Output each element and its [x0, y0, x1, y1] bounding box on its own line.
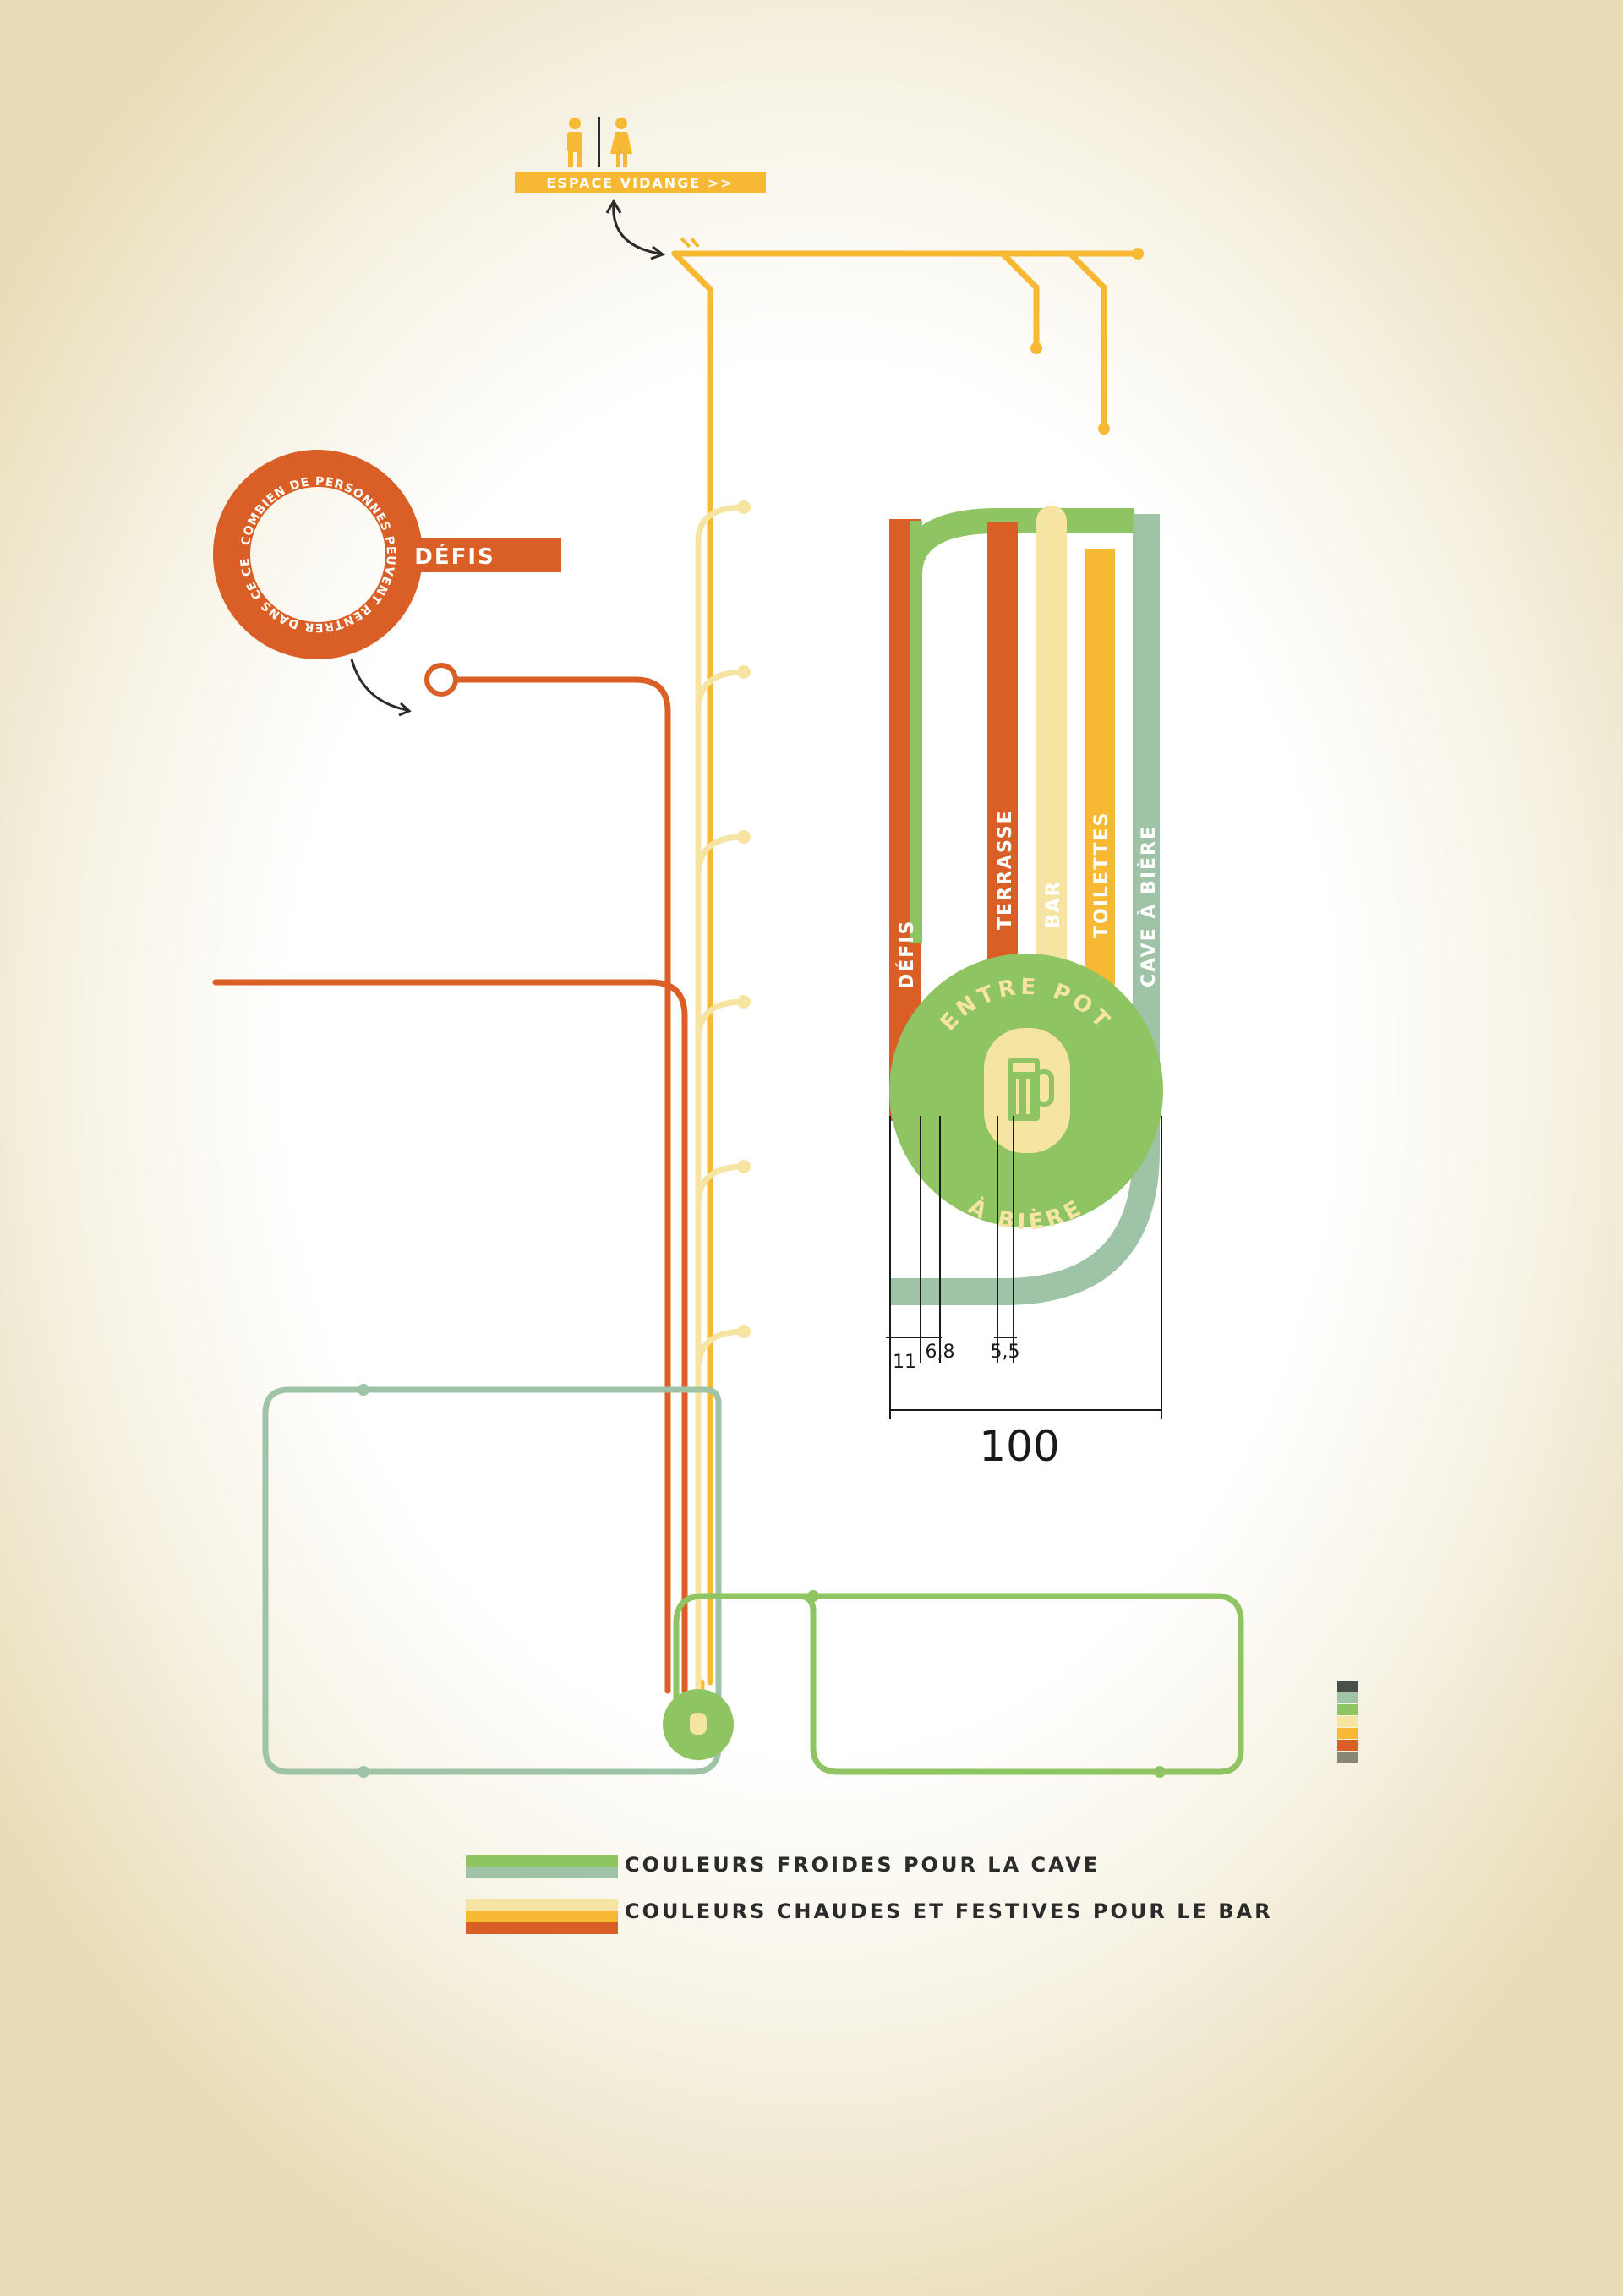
legend-warm-text: COULEURS CHAUDES ET FESTIVES POUR LE BAR [625, 1900, 1273, 1923]
station-icon [1154, 1766, 1166, 1778]
beer-mug-icon [1008, 1058, 1054, 1121]
color-swatches [1337, 1681, 1358, 1763]
station-icon [737, 500, 751, 1338]
defis-sign: DÉFIS COMBIEN DE PERSONNES PEUVENT RENTR… [0, 0, 561, 717]
line-cave-a-biere-loop [262, 1386, 722, 1775]
station-icon [807, 1590, 819, 1602]
line-defis [212, 676, 688, 1694]
men-icon [567, 118, 582, 167]
bar-defis-top [889, 519, 910, 1121]
bar-cave-a-biere [1133, 514, 1160, 987]
sign-divider [598, 117, 600, 167]
espace-vidange-banner [515, 172, 766, 193]
arrow-head-icon [650, 245, 666, 260]
line-cave-a-spiritueux-loop [673, 1593, 1244, 1775]
dim-11: 11 [893, 1352, 916, 1373]
defis-start-station [424, 663, 458, 697]
espace-vidange-label: ESPACE VIDANGE >> [546, 175, 733, 191]
dim-5-5: 5,5 [991, 1342, 1020, 1363]
legend-cold: COULEURS FROIDES POUR LA CAVE [466, 1853, 1243, 1905]
label-toilettes: TOILETTES [1091, 812, 1112, 938]
arrow-icon [350, 659, 408, 712]
label-bar: BAR [1043, 880, 1064, 928]
women-icon [610, 118, 632, 167]
hub: ENTRE POT À BIÈRE [889, 954, 1163, 1235]
arrow-head-icon [398, 702, 412, 717]
defis-ring-text: COMBIEN DE PERSONNES PEUVENT RENTRER DAN… [0, 0, 397, 634]
legend-warm-swatch [466, 1899, 618, 1934]
label-cave-a-spiritueux: CAVE À SPIRITUEUX [948, 710, 970, 945]
beer-mug-icon [690, 1713, 707, 1735]
dimension-lines [886, 1116, 1162, 1419]
label-terrasse: TERRASSE [995, 809, 1016, 930]
legend-bars [889, 506, 1160, 1305]
line-bar [695, 504, 747, 1694]
station-icon [358, 1766, 369, 1778]
dim-6-8: 6,8 [926, 1342, 955, 1363]
legend-cold-text: COULEURS FROIDES POUR LA CAVE [625, 1853, 1101, 1877]
arrow-head-icon [605, 198, 622, 214]
dim-100: 100 [979, 1422, 1059, 1471]
line-toilettes [671, 250, 1141, 1718]
legend-warm: COULEURS CHAUDES ET FESTIVES POUR LE BAR [466, 1900, 1271, 1950]
bar-cave-a-biere-curve [889, 514, 1160, 1305]
toilet-icon [680, 237, 1144, 435]
label-cave-a-biere: CAVE À BIÈRE [1138, 825, 1160, 987]
defis-title: DÉFIS [414, 543, 495, 570]
station-icon [358, 1384, 369, 1396]
arrow-icon [612, 202, 660, 255]
label-defis: DÉFIS [896, 920, 918, 989]
legend-cold-swatch [466, 1855, 618, 1878]
restroom-sign: ESPACE VIDANGE >> [515, 117, 766, 260]
